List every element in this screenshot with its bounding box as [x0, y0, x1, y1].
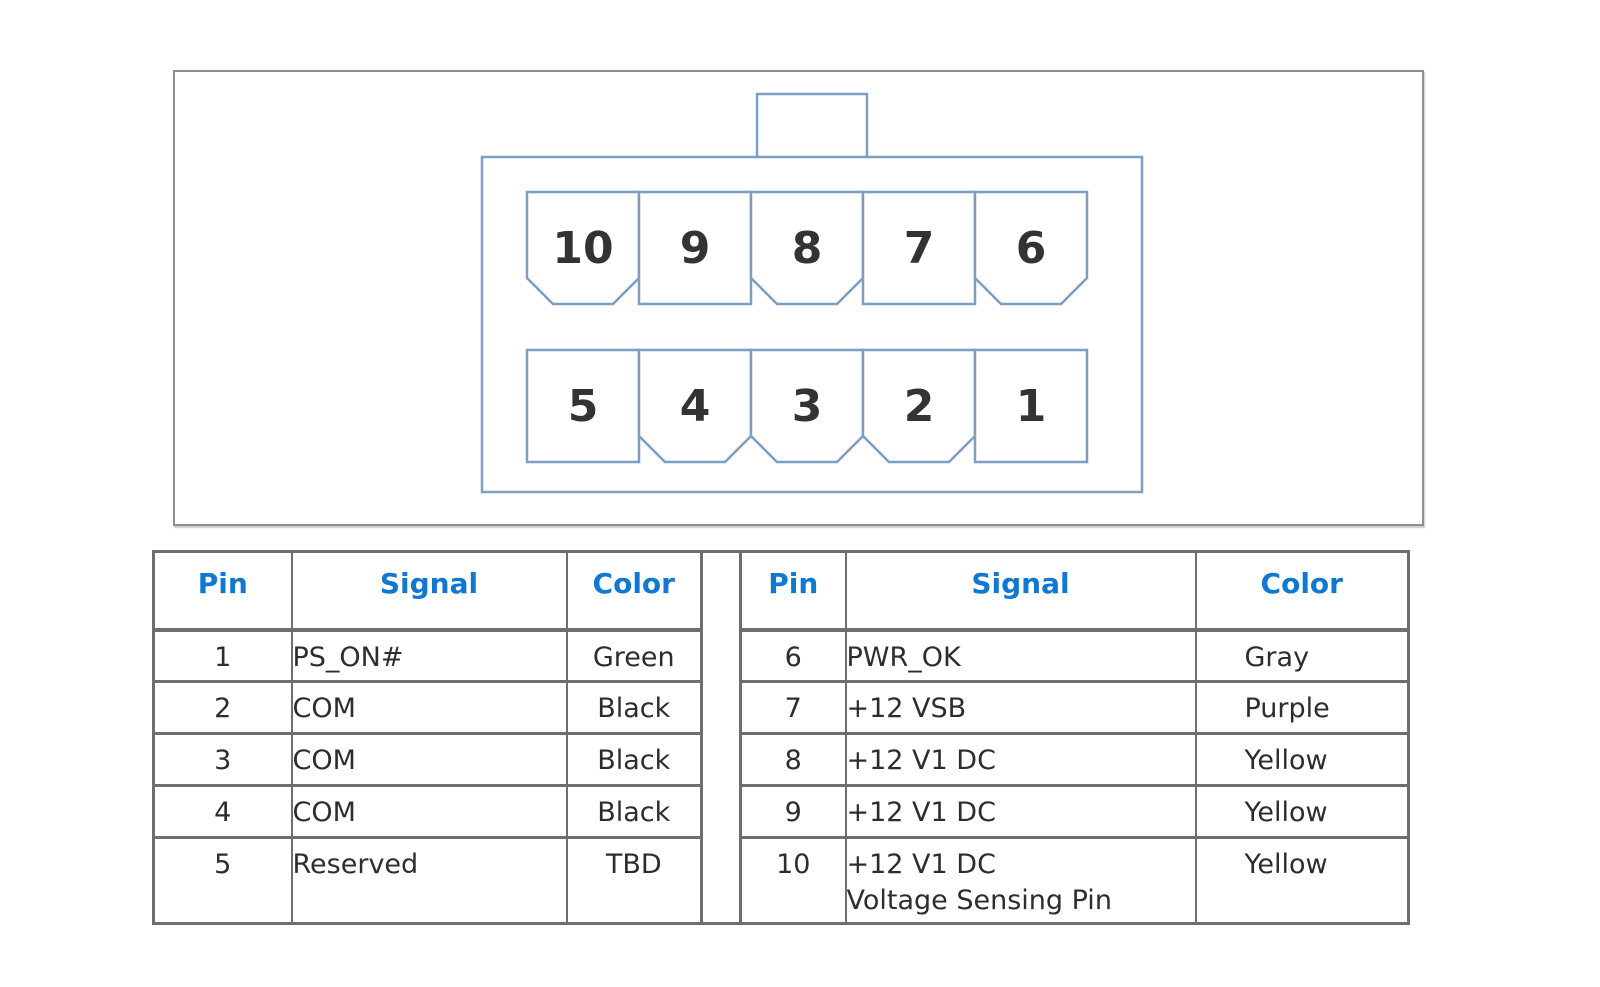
- pin-cell: 2: [152, 680, 293, 735]
- pin-cell: 7: [739, 680, 847, 735]
- color-cell: Yellow: [1194, 732, 1410, 787]
- signal-cell: COM: [290, 680, 568, 735]
- connector-pin-number: 7: [904, 223, 935, 274]
- right-header-color: Color: [1194, 550, 1410, 631]
- signal-cell: +12 V1 DC: [844, 784, 1197, 839]
- pin-cell: 8: [739, 732, 847, 787]
- table-header-row: Pin Signal Color: [739, 550, 1410, 631]
- signal-line-1: COM: [292, 797, 356, 828]
- signal-cell: +12 VSB: [844, 680, 1197, 735]
- table-gap-spacer: [703, 550, 739, 925]
- signal-cell: +12 V1 DC Voltage Sensing Pin: [844, 836, 1197, 925]
- signal-cell: PWR_OK: [844, 627, 1197, 683]
- color-cell: Yellow: [1194, 784, 1410, 839]
- connector-pin-number: 10: [552, 223, 613, 274]
- signal-line-1: +12 V1 DC: [846, 797, 996, 828]
- color-cell: Gray: [1194, 627, 1410, 683]
- connector-pin-number: 6: [1016, 223, 1047, 274]
- signal-line-1: PWR_OK: [846, 641, 961, 673]
- connector-pin-number: 9: [680, 223, 711, 274]
- signal-line-1: +12 V1 DC: [846, 849, 996, 880]
- pin-cell: 4: [152, 784, 293, 839]
- table-row: 8+12 V1 DC Yellow: [739, 732, 1410, 787]
- connector-pin-number: 4: [680, 381, 711, 432]
- signal-cell: Reserved: [290, 836, 568, 925]
- signal-line-1: Reserved: [292, 849, 419, 880]
- signal-line-2: Voltage Sensing Pin: [846, 885, 1112, 916]
- pin-cell: 10: [739, 836, 847, 925]
- color-cell: TBD: [565, 836, 703, 925]
- left-header-signal: Signal: [290, 550, 568, 631]
- connector-pin-cell: [525, 348, 641, 464]
- signal-line-1: COM: [292, 693, 356, 724]
- table-row: 10+12 V1 DC Voltage Sensing Pin Yellow: [739, 836, 1410, 925]
- signal-line-1: +12 VSB: [846, 693, 967, 724]
- color-cell: Black: [565, 784, 703, 839]
- connector-latch-tab: [755, 92, 869, 162]
- connector-diagram-box: 10 9 8 7 6 5 4 3 2 1: [173, 70, 1424, 526]
- pin-cell: 6: [739, 627, 847, 683]
- signal-line-1: COM: [292, 745, 356, 776]
- signal-cell: COM: [290, 784, 568, 839]
- connector-pin-number: 8: [792, 223, 823, 274]
- left-header-pin: Pin: [152, 550, 293, 631]
- connector-pin-cell: [637, 190, 753, 306]
- color-cell: Green: [565, 627, 703, 683]
- pin-cell: 3: [152, 732, 293, 787]
- connector-drawing: 10 9 8 7 6 5 4 3 2 1: [480, 92, 1144, 494]
- color-cell: Yellow: [1194, 836, 1410, 925]
- signal-cell: COM: [290, 732, 568, 787]
- connector-pin-cell: [973, 348, 1089, 464]
- connector-pin-cell: [973, 190, 1089, 306]
- pin-cell: 9: [739, 784, 847, 839]
- pin-cell: 5: [152, 836, 293, 925]
- signal-cell: PS_ON#: [290, 627, 568, 683]
- right-header-signal: Signal: [844, 550, 1197, 631]
- connector-pin-number: 3: [792, 381, 823, 432]
- color-cell: Black: [565, 680, 703, 735]
- connector-pin-number: 1: [1016, 381, 1047, 432]
- connector-pin-number: 5: [568, 381, 599, 432]
- signal-line-1: +12 V1 DC: [846, 745, 996, 776]
- table-header-row: Pin Signal Color: [152, 550, 703, 631]
- connector-pin-cell: [861, 190, 977, 306]
- left-header-color: Color: [565, 550, 703, 631]
- connector-pin-number: 2: [904, 381, 935, 432]
- right-header-pin: Pin: [739, 550, 847, 631]
- color-cell: Black: [565, 732, 703, 787]
- table-row: 7+12 VSB Purple: [739, 680, 1410, 735]
- signal-cell: +12 V1 DC: [844, 732, 1197, 787]
- pin-cell: 1: [152, 627, 293, 683]
- signal-line-1: PS_ON#: [292, 641, 404, 673]
- color-cell: Purple: [1194, 680, 1410, 735]
- table-row: 9+12 V1 DC Yellow: [739, 784, 1410, 839]
